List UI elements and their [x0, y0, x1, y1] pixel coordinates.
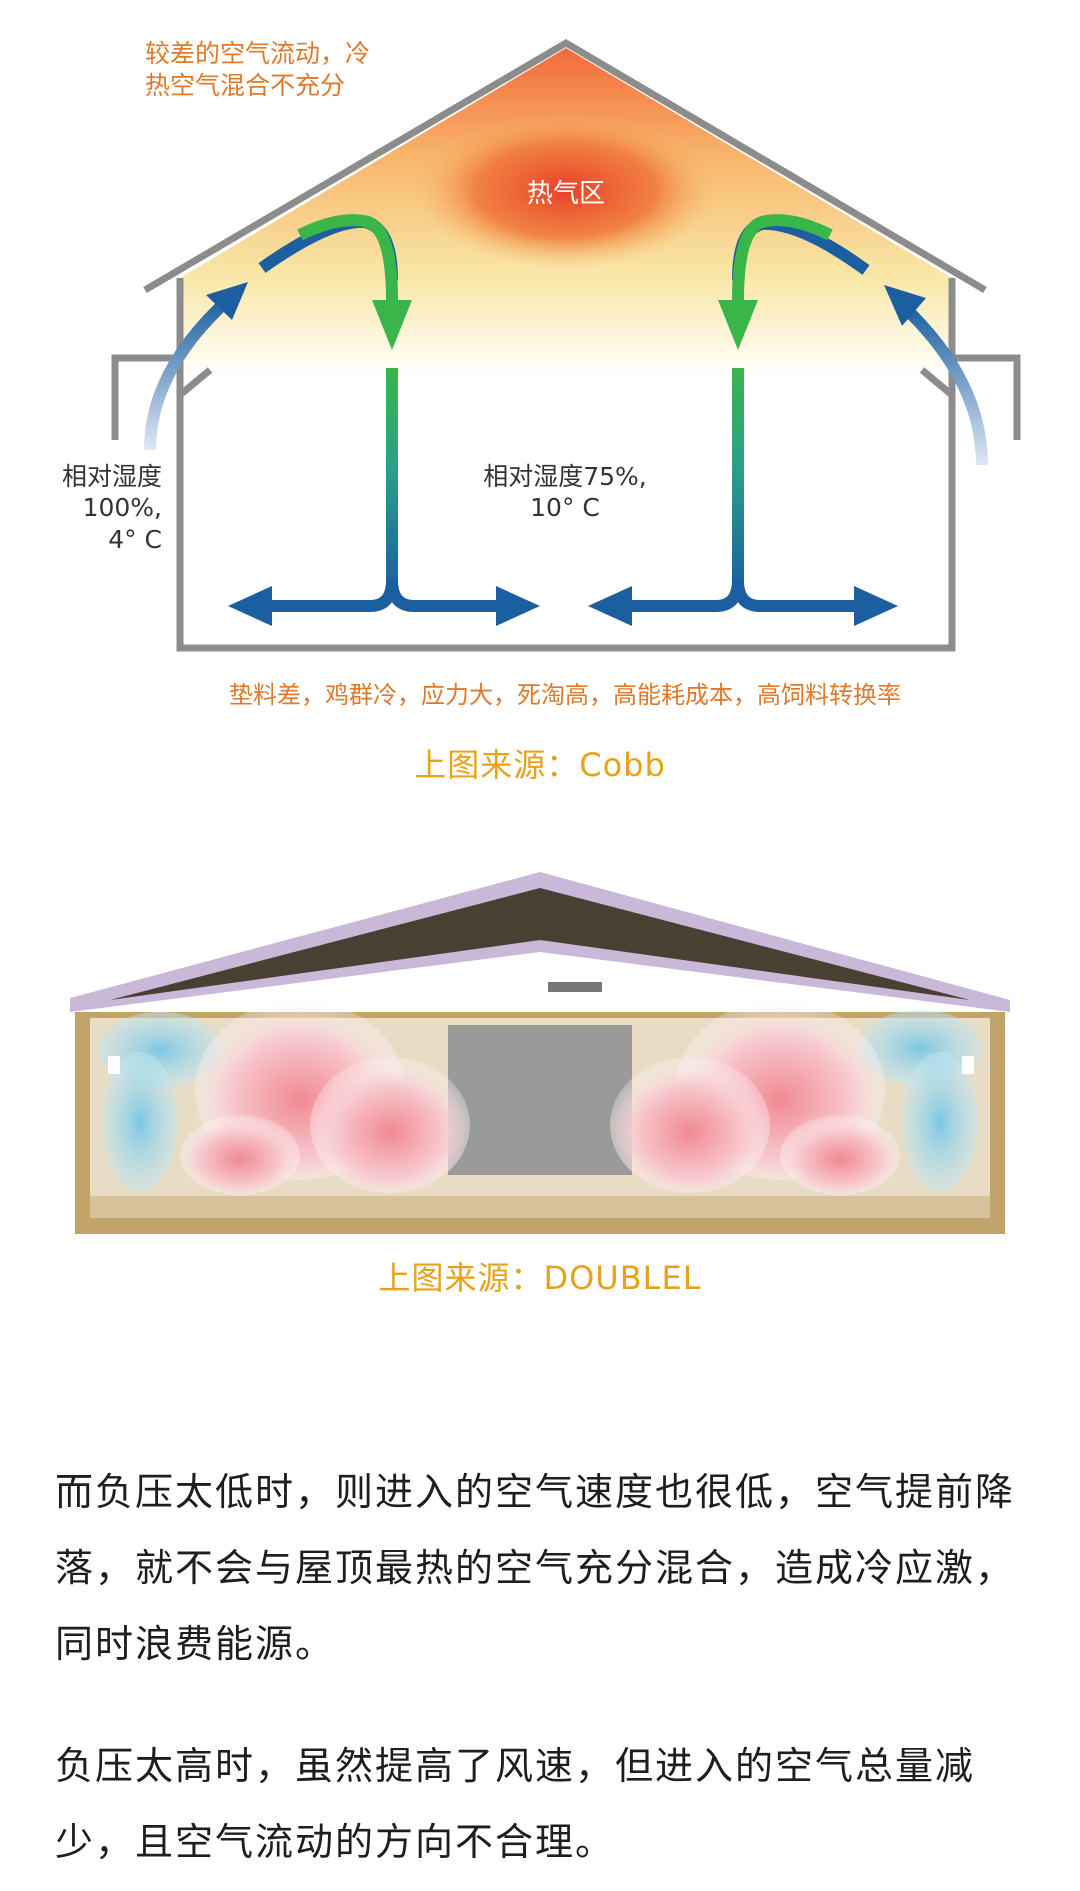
- paragraph-high-pressure: 负压太高时，虽然提高了风速，但进入的空气总量减少，且空气流动的方向不合理。: [55, 1744, 976, 1864]
- source-caption-cobb: 上图来源：Cobb: [414, 746, 666, 784]
- warm-air-left: [180, 1000, 470, 1195]
- center-humidity-line1: 相对湿度75%,: [483, 462, 647, 491]
- top-note-line1: 较差的空气流动，冷: [145, 39, 370, 68]
- right-floor-arrows: [588, 579, 898, 626]
- right-stem: [732, 368, 744, 590]
- inlet-right: [962, 1056, 974, 1074]
- source-caption-doublel: 上图来源：DOUBLEL: [378, 1259, 702, 1297]
- ceiling-device: [548, 982, 602, 992]
- left-humidity-line2: 100%,: [83, 493, 162, 522]
- hot-zone: [416, 112, 716, 268]
- hot-zone-label: 热气区: [527, 179, 605, 209]
- roof-underside: [110, 888, 970, 1000]
- barn-floor: [90, 1196, 990, 1218]
- left-humidity-line3: 4° C: [108, 525, 162, 554]
- back-door: [448, 1025, 632, 1175]
- right-green-curve: [732, 214, 833, 301]
- right-down-arrowhead: [718, 300, 758, 350]
- top-note-line2: 热空气混合不充分: [145, 71, 345, 100]
- bottom-note: 垫料差，鸡群冷，应力大，死淘高，高能耗成本，高饲料转换率: [229, 681, 901, 709]
- cobb-airflow-diagram: 较差的空气流动，冷 热空气混合不充分 热气区 相对湿度 100%, 4° C 相…: [62, 38, 1021, 709]
- center-humidity-line2: 10° C: [530, 493, 600, 522]
- left-humidity-line1: 相对湿度: [62, 462, 162, 491]
- left-floor-arrows: [228, 579, 540, 626]
- left-down-arrowhead: [372, 300, 412, 350]
- inlet-left: [108, 1056, 120, 1074]
- warm-air-right: [610, 1000, 900, 1195]
- barn-interior: [180, 48, 952, 648]
- cold-air-right: [858, 1010, 982, 1192]
- left-green-curve: [297, 214, 398, 301]
- paragraph-low-pressure: 而负压太低时，则进入的空气速度也很低，空气提前降落，就不会与屋顶最热的空气充分混…: [55, 1470, 1016, 1666]
- left-stem: [386, 368, 398, 590]
- roof: [70, 872, 1010, 1012]
- barn-outline: [111, 38, 1021, 652]
- doublel-airflow-image: [70, 872, 1010, 1234]
- cold-air-left: [98, 1012, 222, 1192]
